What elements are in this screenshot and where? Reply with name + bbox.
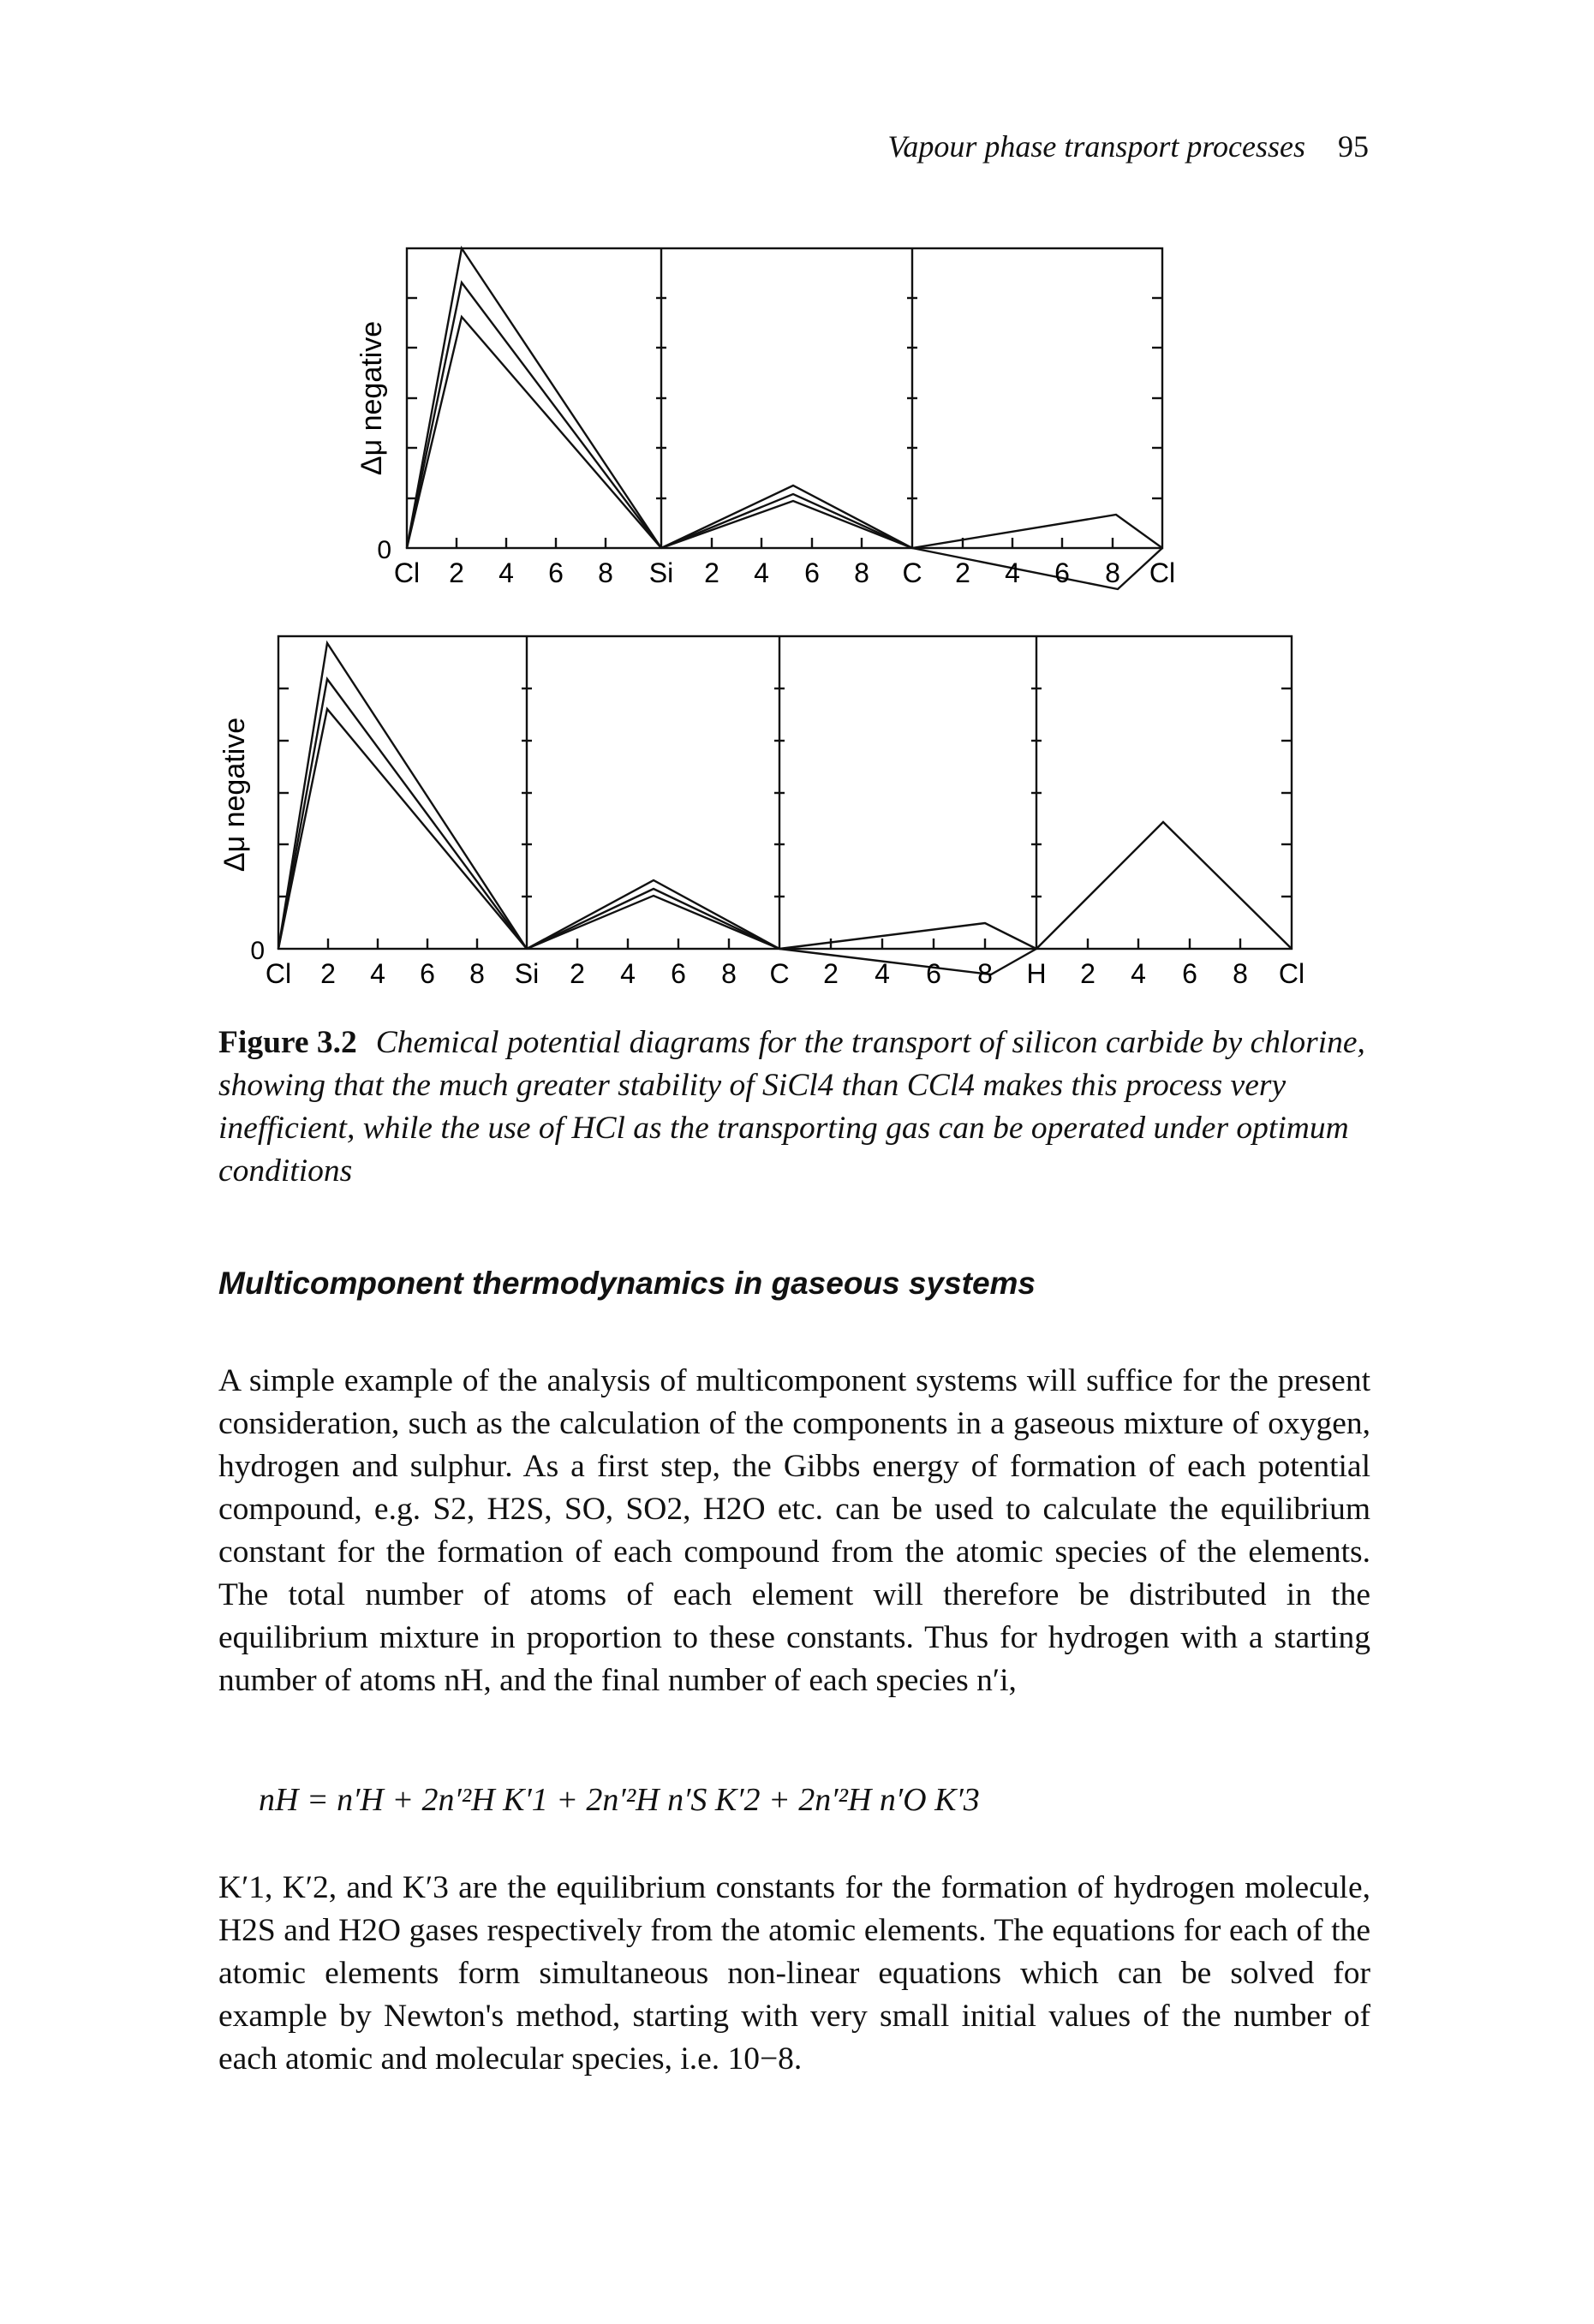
- bottom-tick-label: 2: [320, 958, 336, 989]
- bottom-hump-2: [526, 887, 780, 950]
- top-tick-label-cl-end: Cl: [1149, 557, 1175, 588]
- figure-top-svg: Δμ negative 0 Cl 2 4 6 8 Si 2 4 6 8 C 2 …: [355, 245, 1175, 591]
- top-tick-label: 4: [498, 557, 514, 588]
- section-heading: Multicomponent thermodynamics in gaseous…: [218, 1266, 1036, 1301]
- running-head: Vapour phase transport processes 95: [882, 128, 1369, 164]
- top-tick-label: 8: [598, 557, 613, 588]
- top-tick-label-c: C: [902, 557, 922, 588]
- top-tick-label: 4: [1005, 557, 1020, 588]
- top-tick-label: 2: [449, 557, 464, 588]
- bottom-peak-3: [277, 706, 528, 950]
- bottom-frame: [277, 635, 1293, 950]
- bottom-tick-label: 6: [671, 958, 686, 989]
- bottom-tick-label: 2: [570, 958, 585, 989]
- top-tick-label: 6: [548, 557, 564, 588]
- bottom-c-h-upper-line: [779, 921, 1037, 950]
- top-ylabel: Δμ negative: [355, 321, 388, 475]
- bottom-tick-label: 8: [977, 958, 993, 989]
- bottom-tick-label: 2: [1080, 958, 1096, 989]
- top-hump-2: [660, 492, 913, 550]
- top-tick-label: 6: [1054, 557, 1070, 588]
- body-paragraph-1: A simple example of the analysis of mult…: [218, 1363, 1370, 1698]
- top-tick-label: 6: [804, 557, 820, 588]
- bottom-tick-label-cl-end: Cl: [1279, 958, 1304, 989]
- top-tick-label: 2: [704, 557, 719, 588]
- figure-bottom-svg: Δμ negative 0 Cl 2 4 6 8 Si 2 4 6 8 C 2 …: [218, 635, 1304, 989]
- top-zero-label: 0: [377, 536, 391, 564]
- bottom-h-cl-peak: [1036, 820, 1293, 950]
- bottom-tick-label: 4: [875, 958, 890, 989]
- equation: nH = n′H + 2n′²H K′1 + 2n′²H n′S K′2 + 2…: [259, 1782, 980, 1818]
- bottom-tick-label: 2: [823, 958, 839, 989]
- bottom-tick-label: 4: [370, 958, 385, 989]
- bottom-tick-label: 4: [620, 958, 636, 989]
- top-cl-upper-line: [911, 513, 1163, 550]
- caption-text: Chemical potential diagrams for the tran…: [218, 1025, 1365, 1189]
- top-tick-label: 8: [854, 557, 869, 588]
- bottom-hump-3: [526, 894, 780, 950]
- bottom-peak-2: [277, 676, 528, 950]
- bottom-tick-label: 8: [721, 958, 737, 989]
- bottom-zero-label: 0: [250, 937, 265, 965]
- bottom-c-h-lower-line: [779, 947, 1037, 976]
- page-number: 95: [1338, 129, 1369, 164]
- figure-bottom-diagram: Δμ negative 0 Cl 2 4 6 8 Si 2 4 6 8 C 2 …: [210, 632, 1306, 992]
- top-peak-2: [405, 280, 662, 549]
- running-head-title: Vapour phase transport processes: [887, 129, 1305, 164]
- top-tick-label: 4: [754, 557, 769, 588]
- bottom-tick-label: 8: [1233, 958, 1248, 989]
- top-hump-1: [660, 484, 913, 550]
- bottom-tick-label: 6: [1182, 958, 1197, 989]
- figure-top-diagram: Δμ negative 0 Cl 2 4 6 8 Si 2 4 6 8 C 2 …: [338, 244, 1246, 604]
- body-paragraph-2: K′1, K′2, and K′3 are the equilibrium co…: [218, 1870, 1370, 2077]
- bottom-tick-label-cl: Cl: [266, 958, 291, 989]
- top-peak-3: [405, 314, 662, 549]
- top-hump-3: [660, 499, 913, 550]
- top-tick-label-si: Si: [649, 557, 673, 588]
- top-tick-label-cl: Cl: [394, 557, 420, 588]
- bottom-ylabel: Δμ negative: [218, 718, 251, 872]
- bottom-peak-1: [277, 640, 528, 950]
- bottom-tick-label-c: C: [769, 958, 789, 989]
- bottom-tick-label-h: H: [1026, 958, 1046, 989]
- caption-label: Figure 3.2: [218, 1025, 357, 1060]
- bottom-tick-label: 6: [420, 958, 435, 989]
- bottom-tick-label: 6: [926, 958, 941, 989]
- top-cl-lower-line: [911, 546, 1163, 591]
- top-tick-label: 8: [1105, 557, 1120, 588]
- bottom-hump-1: [526, 879, 780, 950]
- bottom-tick-label-si: Si: [515, 958, 539, 989]
- top-tick-label: 2: [955, 557, 970, 588]
- top-peak-1: [405, 245, 662, 549]
- bottom-tick-label: 4: [1131, 958, 1146, 989]
- bottom-tick-label: 8: [469, 958, 485, 989]
